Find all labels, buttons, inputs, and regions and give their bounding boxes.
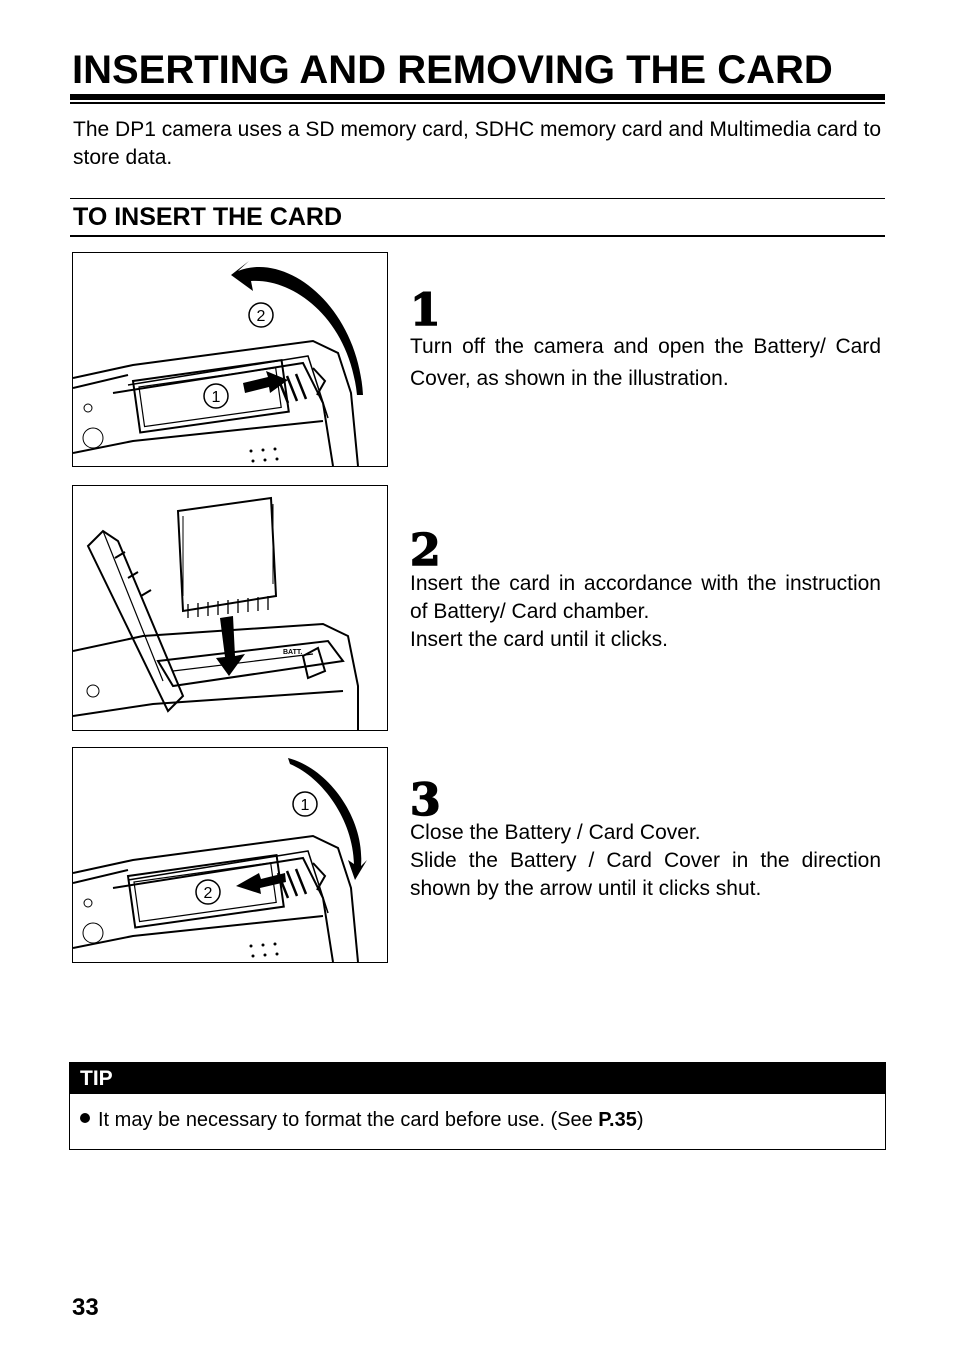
page-number: 33 xyxy=(72,1294,99,1321)
step-3-illustration: 1 2 xyxy=(72,747,388,963)
step-1-number: 1 xyxy=(409,285,441,336)
bullet-icon xyxy=(80,1113,90,1123)
title-rule xyxy=(70,94,885,100)
tip-page-reference: P.35 xyxy=(598,1109,637,1131)
tip-text: It may be necessary to format the card b… xyxy=(98,1109,599,1131)
tip-header: TIP xyxy=(70,1063,885,1094)
step-2-paragraph-1: Insert the card in accordance with the i… xyxy=(410,572,881,623)
step-1-text: Turn off the camera and open the Battery… xyxy=(410,331,881,395)
step-1-illustration: 2 1 xyxy=(72,252,388,467)
callout-1: 1 xyxy=(301,797,310,814)
intro-paragraph: The DP1 camera uses a SD memory card, SD… xyxy=(73,118,881,169)
tip-item: It may be necessary to format the card b… xyxy=(80,1106,644,1134)
step-2-illustration: BATT. xyxy=(72,485,388,731)
step-2-paragraph-2: Insert the card until it clicks. xyxy=(410,628,668,651)
tip-suffix: ) xyxy=(636,1109,644,1131)
section-rule-top xyxy=(70,198,885,199)
step-1-paragraph: Turn off the camera and open the Battery… xyxy=(410,335,881,390)
step-3-paragraph-1: Close the Battery / Card Cover. xyxy=(410,821,701,844)
step-2-text: Insert the card in accordance with the i… xyxy=(410,570,881,654)
page-title: INSERTING AND REMOVING THE CARD xyxy=(72,48,833,92)
batt-label: BATT. xyxy=(283,649,302,656)
callout-2: 2 xyxy=(257,308,266,325)
callout-2: 2 xyxy=(204,885,213,902)
section-title: TO INSERT THE CARD xyxy=(73,203,342,231)
step-3-number: 3 xyxy=(409,775,441,826)
section-rule-bottom xyxy=(70,235,885,237)
step-2-number: 2 xyxy=(409,525,441,576)
tip-box: TIP It may be necessary to format the ca… xyxy=(69,1062,886,1150)
title-rule-thin xyxy=(70,102,885,104)
callout-1: 1 xyxy=(212,389,221,406)
step-3-paragraph-2: Slide the Battery / Card Cover in the di… xyxy=(410,849,881,900)
step-3-text: Close the Battery / Card Cover. Slide th… xyxy=(410,819,881,903)
